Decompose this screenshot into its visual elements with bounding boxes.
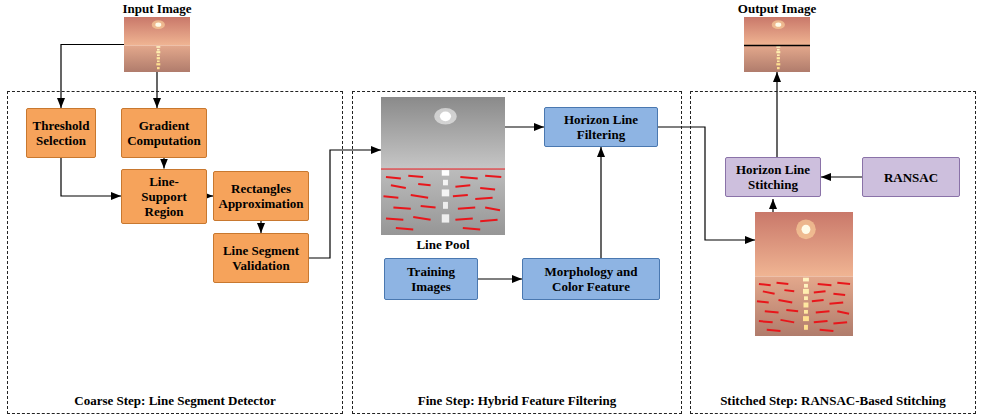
box-label: RANSAC	[884, 170, 938, 185]
process-box: RANSAC	[862, 157, 960, 197]
output-photo	[744, 17, 810, 72]
image-node: Input Image	[124, 17, 190, 72]
flow-arrow	[156, 72, 157, 108]
step-group: Stitched Step: RANSAC-Based Stitching Hor…	[690, 91, 976, 414]
step-group: Coarse Step: Line Segment Detector Thresh…	[7, 91, 343, 414]
box-label: Line Segment Validation	[219, 243, 303, 273]
flow-arrow	[772, 199, 773, 212]
flow-arrow	[61, 158, 121, 196]
box-label: Morphology and Color Feature	[528, 264, 654, 294]
flow-arrow	[505, 126, 544, 127]
box-label: Line-Support Region	[127, 174, 201, 219]
box-label: Gradient Computation	[127, 118, 201, 148]
box-label: Horizon Line Stitching	[731, 162, 815, 192]
step-group: Fine Step: Hybrid Feature Filtering Line …	[352, 91, 682, 414]
image-title: Input Image	[123, 1, 192, 16]
stitched-photo	[755, 212, 853, 336]
flow-arrow	[309, 150, 381, 258]
box-label: Rectangles Approximation	[219, 181, 304, 211]
horizon-line	[744, 45, 810, 46]
flow-arrow	[260, 221, 261, 233]
process-box: Rectangles Approximation	[213, 171, 309, 221]
process-box: Horizon Line Filtering	[544, 107, 658, 147]
process-box: Threshold Selection	[26, 108, 96, 158]
flow-arrow	[478, 278, 522, 279]
group-caption: Fine Step: Hybrid Feature Filtering	[353, 393, 681, 409]
line-segments	[383, 176, 501, 230]
image-title: Line Pool	[416, 237, 469, 252]
flow-arrow	[163, 158, 164, 169]
process-box: Gradient Computation	[121, 108, 207, 158]
process-box: Line-Support Region	[121, 169, 207, 224]
process-box: Line Segment Validation	[213, 233, 309, 283]
box-label: Threshold Selection	[32, 118, 90, 148]
process-box: Training Images	[384, 258, 478, 300]
line-segments	[757, 283, 850, 331]
image-node: Output Image	[744, 17, 810, 72]
horizon-candidate	[381, 168, 505, 169]
box-label: Horizon Line Filtering	[550, 112, 652, 142]
group-caption: Coarse Step: Line Segment Detector	[8, 393, 342, 409]
group-caption: Stitched Step: RANSAC-Based Stitching	[691, 393, 975, 409]
box-label: Training Images	[390, 264, 472, 294]
image-node: Line Pool	[381, 97, 505, 235]
process-box: Horizon Line Stitching	[725, 157, 821, 197]
flow-arrow	[600, 147, 601, 258]
flow-arrow	[776, 72, 777, 157]
flow-arrow	[821, 176, 862, 177]
image-title: Output Image	[738, 1, 816, 16]
process-box: Morphology and Color Feature	[522, 258, 660, 300]
input-photo	[124, 17, 190, 72]
flow-arrow	[61, 45, 124, 109]
line-pool-photo	[381, 97, 505, 235]
